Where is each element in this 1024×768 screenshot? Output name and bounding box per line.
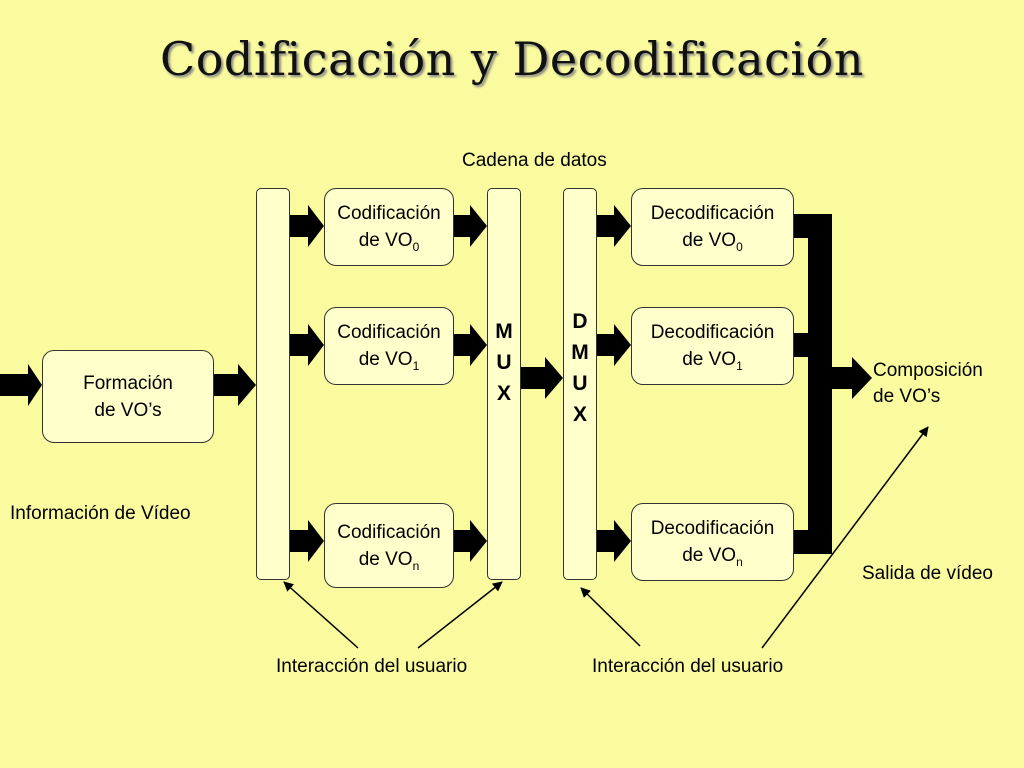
bus-to-composicion-arrow bbox=[832, 357, 872, 399]
encoder-box-n: Codificación de VOn bbox=[324, 503, 454, 588]
decoder-0-to-bus-connector bbox=[794, 214, 810, 238]
encoder-1-line2: de VO1 bbox=[358, 349, 420, 373]
composition-bus bbox=[808, 214, 832, 554]
encoder-0-to-mux-arrow bbox=[454, 205, 487, 247]
encoder-box-0: Codificación de VO0 bbox=[324, 188, 454, 266]
interaction-to-mux-line bbox=[417, 581, 503, 649]
cadena-de-datos-label: Cadena de datos bbox=[462, 150, 607, 171]
decoder-box-1: Decodificación de VO1 bbox=[631, 307, 794, 385]
salida-de-video-label: Salida de vídeo bbox=[862, 563, 993, 584]
dmux-bar bbox=[563, 188, 597, 580]
encoder-1-line1: Codificación bbox=[337, 322, 441, 343]
splitter-to-encoder-1-arrow bbox=[290, 324, 324, 366]
decoder-n-line2: de VOn bbox=[682, 545, 743, 569]
interaction-to-splitter-line bbox=[283, 581, 359, 649]
mux-bar bbox=[487, 188, 521, 580]
decoder-0-line2: de VO0 bbox=[682, 230, 743, 254]
dmux-to-decoder-1-arrow bbox=[597, 324, 631, 366]
encoder-n-line1: Codificación bbox=[337, 521, 441, 543]
dmux-to-decoder-0-arrow bbox=[597, 205, 631, 247]
encoder-0-line2: de VO0 bbox=[358, 230, 420, 254]
decoder-1-line1: Decodificación bbox=[650, 322, 775, 343]
interaction-to-dmux-line bbox=[580, 587, 641, 647]
encoder-n-to-mux-arrow bbox=[454, 520, 487, 562]
decoder-1-to-bus-connector bbox=[794, 333, 810, 357]
mux-label: M U X bbox=[495, 320, 513, 405]
formacion-line2: de VO’s bbox=[94, 399, 162, 421]
decoder-box-0: Decodificación de VO0 bbox=[631, 188, 794, 266]
composicion-label: Composición de VO’s bbox=[873, 360, 983, 407]
mux-to-dmux-arrow bbox=[521, 357, 563, 399]
dmux-to-decoder-n-arrow bbox=[597, 520, 631, 562]
decoder-box-n: Decodificación de VOn bbox=[631, 503, 794, 581]
encoder-n-line2: de VOn bbox=[358, 548, 420, 573]
slide-title: Codificación y Decodificación bbox=[160, 32, 864, 86]
decoder-1-line2: de VO1 bbox=[682, 349, 743, 373]
decoder-0-line1: Decodificación bbox=[650, 203, 775, 224]
formacion-line1: Formación bbox=[83, 372, 173, 394]
encoder-0-line1: Codificación bbox=[337, 203, 441, 224]
formacion-box: Formación de VO’s bbox=[42, 350, 214, 443]
decoder-n-to-bus-connector bbox=[794, 530, 810, 554]
informacion-de-video-label: Información de Vídeo bbox=[10, 503, 191, 524]
input-arrow bbox=[0, 364, 42, 406]
formacion-to-splitter-arrow bbox=[214, 364, 256, 406]
splitter-to-encoder-n-arrow bbox=[290, 520, 324, 562]
salida-to-composicion-line bbox=[761, 426, 929, 649]
dmux-label: D M U X bbox=[571, 310, 589, 426]
splitter-bar bbox=[256, 188, 290, 580]
splitter-to-encoder-0-arrow bbox=[290, 205, 324, 247]
encoder-box-1: Codificación de VO1 bbox=[324, 307, 454, 385]
interaccion-usuario-right-label: Interacción del usuario bbox=[592, 656, 784, 677]
decoder-n-line1: Decodificación bbox=[650, 518, 775, 539]
encoder-1-to-mux-arrow bbox=[454, 324, 487, 366]
interaccion-usuario-left-label: Interacción del usuario bbox=[276, 656, 468, 677]
